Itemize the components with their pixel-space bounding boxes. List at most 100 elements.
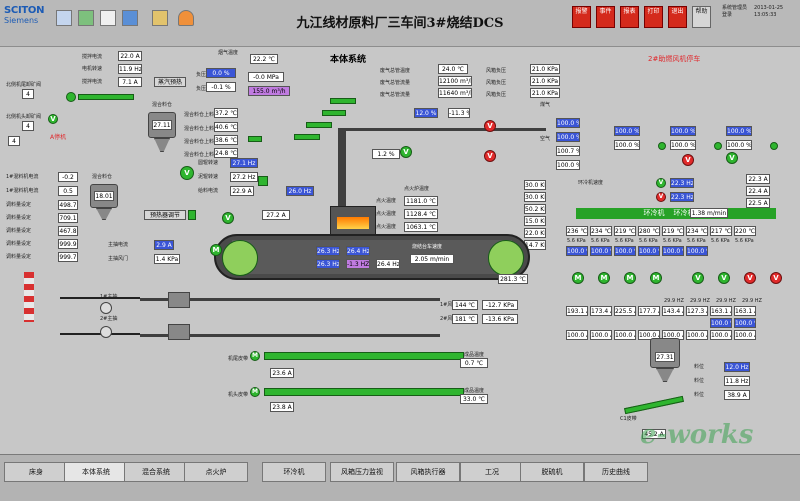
fan-1-icon[interactable] bbox=[100, 302, 112, 314]
nav-tab[interactable]: 脱硫机 bbox=[520, 462, 584, 482]
valve-v-icon[interactable]: V bbox=[48, 114, 58, 124]
cooler-fan-current: 127.3 A bbox=[686, 306, 708, 316]
btn-label: 退出 bbox=[671, 8, 684, 15]
flue-press-label: 风箱负压 bbox=[486, 80, 507, 86]
nav-tab[interactable]: 工况 bbox=[460, 462, 524, 482]
alarm-bell-icon[interactable] bbox=[178, 10, 194, 26]
nav-tab[interactable]: 床身 bbox=[4, 462, 68, 482]
cooler-temp: 234 ℃ bbox=[686, 226, 708, 236]
alarm-button[interactable]: 报警 bbox=[572, 6, 591, 28]
book-icon[interactable] bbox=[152, 10, 168, 26]
main-fan-label: 主抽电流 bbox=[108, 242, 129, 248]
cooler-fan-status[interactable] bbox=[714, 142, 722, 150]
nav-tab[interactable]: 混合系统 bbox=[124, 462, 188, 482]
fan-v-stopped-icon[interactable]: V bbox=[484, 150, 496, 162]
hopper-row-value: 38.6 ℃ bbox=[214, 135, 238, 145]
cooler-v-icon[interactable]: V bbox=[656, 178, 666, 188]
cooler-fan-m-icon[interactable]: M bbox=[572, 272, 584, 284]
flue-value: 11640 m³/h bbox=[438, 88, 472, 98]
cooler-fan-v-icon[interactable]: V bbox=[692, 272, 704, 284]
cooler-fan-stopped-icon[interactable]: V bbox=[682, 154, 694, 166]
mixer-row-value: 0.5 bbox=[58, 186, 78, 196]
valve-status-icon[interactable] bbox=[66, 92, 76, 102]
conveyor-m-icon[interactable]: M bbox=[250, 387, 260, 397]
pressure-pct: -0.1 % bbox=[206, 82, 236, 92]
pressure-label: 负压 bbox=[196, 72, 207, 78]
feeder-m-icon[interactable]: M bbox=[210, 244, 222, 256]
cooler-fan-stopped-icon[interactable]: V bbox=[770, 272, 782, 284]
hopper-level: 27.11 bbox=[152, 120, 172, 130]
conveyor-m-icon[interactable]: M bbox=[250, 351, 260, 361]
flue-press-value: 21.0 KPa bbox=[530, 76, 560, 86]
roller-status bbox=[258, 176, 268, 186]
trend-icon[interactable] bbox=[122, 10, 138, 26]
ignite-temp: 1181.0 ℃ bbox=[404, 196, 438, 206]
nav-tab[interactable]: 环冷机 bbox=[262, 462, 326, 482]
strand-hz: -1.3 HZ bbox=[346, 259, 370, 269]
roller-label: 圆辊转速 bbox=[198, 160, 219, 166]
nav-tab[interactable]: 历史曲线 bbox=[584, 462, 648, 482]
cooler-fan-pct: 100.0 % bbox=[726, 140, 752, 150]
gas-label: 煤气 bbox=[540, 102, 551, 108]
fan-v-stopped-icon[interactable]: V bbox=[484, 120, 496, 132]
nav-tab[interactable]: 点火炉 bbox=[184, 462, 248, 482]
cooler-fan-current: 177.7 A bbox=[638, 306, 660, 316]
pressure-label: 负压 bbox=[196, 86, 207, 92]
hopper-row-value: 40.6 ℃ bbox=[214, 122, 238, 132]
print-button[interactable]: 打印 bbox=[644, 6, 663, 28]
silo-row-label: 料位 bbox=[694, 364, 705, 370]
cooler-fan-stopped-icon[interactable]: V bbox=[744, 272, 756, 284]
exit-button[interactable]: 退出 bbox=[668, 6, 687, 28]
cooler-temp: 220 ℃ bbox=[734, 226, 756, 236]
report-icon[interactable] bbox=[100, 10, 116, 26]
event-button[interactable]: 事件 bbox=[596, 6, 615, 28]
fan-2-icon[interactable] bbox=[100, 326, 112, 338]
cooler-fan-m-icon[interactable]: M bbox=[650, 272, 662, 284]
settings-icon[interactable] bbox=[78, 10, 94, 26]
fan-v-icon[interactable]: V bbox=[400, 146, 412, 158]
cooler-fan-status[interactable] bbox=[770, 142, 778, 150]
mixer-row-label: 调料量设定 bbox=[6, 241, 32, 247]
air-label: 空气 bbox=[540, 136, 551, 142]
home-icon[interactable] bbox=[56, 10, 72, 26]
steam-preheat-button[interactable]: 蒸汽预热 bbox=[154, 77, 186, 87]
cooler-fan-status[interactable] bbox=[658, 142, 666, 150]
hopper-row-value: 24.8 ℃ bbox=[214, 148, 238, 158]
roller-v-icon[interactable]: V bbox=[180, 166, 194, 180]
flue-press-label: 风箱负压 bbox=[486, 68, 507, 74]
roller-speed: 27.2 Hz bbox=[230, 172, 258, 182]
nav-tab[interactable]: 风箱执行器 bbox=[396, 462, 460, 482]
nav-tab[interactable]: 风箱压力监视 bbox=[330, 462, 394, 482]
strand-hz: 26.4 Hz bbox=[346, 246, 370, 256]
gas-valve-pct: 12.0 % bbox=[414, 108, 438, 118]
preheater-button[interactable]: 预热器调节 bbox=[144, 210, 186, 220]
cooler-fan-m-icon[interactable]: M bbox=[598, 272, 610, 284]
help-button[interactable]: 帮助 bbox=[692, 6, 711, 28]
mixer-row-value: 999.9 bbox=[58, 239, 78, 249]
main-fan-press: 1.4 KPa bbox=[154, 254, 180, 264]
strand-speed: 2.05 m/min bbox=[410, 254, 454, 264]
air-duct bbox=[140, 298, 440, 301]
hopper-row-label: 混合料仓上料调节 bbox=[184, 126, 225, 132]
strand-speed-label: 烧结台车速度 bbox=[412, 244, 443, 250]
cooler-fan-m-icon[interactable]: M bbox=[624, 272, 636, 284]
cooler-fan-v-icon[interactable]: V bbox=[718, 272, 730, 284]
cooler-row-value: 22.5 A bbox=[746, 198, 770, 208]
pressure-pct: 0.0 % bbox=[206, 68, 236, 78]
feeder-v-icon[interactable]: V bbox=[222, 212, 234, 224]
fan-temp: 144 ℃ bbox=[452, 300, 478, 310]
gas-duct bbox=[346, 128, 546, 131]
cooler-fan-current: 163.1 A bbox=[734, 306, 756, 316]
nav-tab[interactable]: 本体系统 bbox=[64, 462, 128, 482]
cooler-kpa: 5.6 KPa bbox=[711, 238, 730, 244]
duct-indicator bbox=[306, 122, 332, 128]
cooler-fan-v-icon[interactable]: V bbox=[726, 152, 738, 164]
cooler-title: 环冷机 bbox=[643, 209, 665, 217]
cooler-fan-c: 100.0 A bbox=[710, 330, 732, 340]
cooler-fan-b: 100.0 % bbox=[638, 246, 660, 256]
duct-indicator bbox=[294, 134, 320, 140]
report-button[interactable]: 报表 bbox=[620, 6, 639, 28]
login-link[interactable]: 登录 bbox=[722, 12, 733, 18]
cooler-stopped-icon[interactable]: V bbox=[656, 192, 666, 202]
cooler-temp: 217 ℃ bbox=[710, 226, 732, 236]
